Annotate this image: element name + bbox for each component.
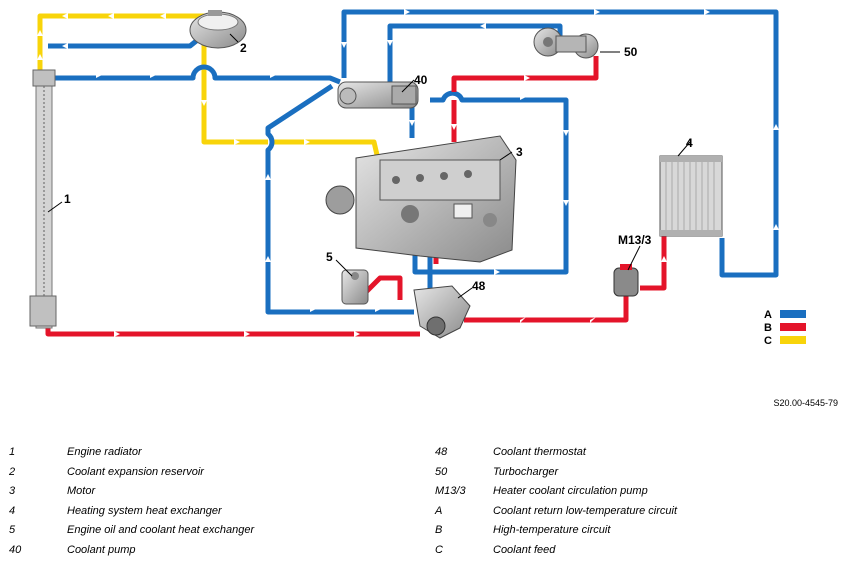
coolant-thermostat bbox=[413, 285, 471, 339]
key-id: 3 bbox=[9, 485, 16, 497]
callout-3: 3 bbox=[516, 145, 523, 159]
key-id: 40 bbox=[9, 543, 22, 556]
legend-swatch-c bbox=[780, 336, 806, 344]
blue-pipe-top-loop bbox=[341, 9, 779, 278]
oil-coolant-heat-exchanger bbox=[341, 269, 369, 305]
motor bbox=[325, 135, 517, 263]
key-id: C bbox=[435, 543, 443, 556]
key-id: 48 bbox=[435, 446, 448, 458]
key-id: 2 bbox=[9, 465, 16, 478]
key-desc: Coolant expansion reservoir bbox=[67, 465, 204, 478]
coolant-circuit-diagram: 1 2 3 4 5 40 48 50 M13/3 A B C bbox=[29, 9, 806, 347]
key-row: 2 Coolant expansion reservoir bbox=[9, 466, 409, 486]
key-desc: Coolant feed bbox=[493, 543, 556, 556]
key-id: 50 bbox=[435, 465, 448, 478]
key-row: 4 Heating system heat exchanger bbox=[9, 505, 409, 525]
blue-pipe-40-right bbox=[430, 90, 569, 275]
yellow-pipe-mid bbox=[201, 16, 268, 145]
key-desc: Motor bbox=[67, 485, 96, 497]
red-pipe-heater bbox=[640, 234, 667, 291]
red-pipe-thermostat-out bbox=[464, 296, 629, 323]
blue-pipe-reservoir bbox=[48, 36, 202, 49]
heater-circulation-pump bbox=[613, 264, 639, 297]
legend-swatch-a bbox=[780, 310, 806, 318]
key-row: 3 Motor bbox=[9, 485, 409, 505]
key-desc: Turbocharger bbox=[493, 465, 559, 478]
key-desc: Engine radiator bbox=[67, 446, 142, 458]
leader-lines bbox=[47, 33, 691, 299]
callout-50: 50 bbox=[624, 45, 638, 59]
red-pipe-top bbox=[451, 56, 599, 92]
key-id: M13/3 bbox=[435, 485, 466, 497]
blue-pipe-turbo bbox=[387, 23, 563, 84]
key-row: B High-temperature circuit bbox=[435, 524, 835, 544]
color-legend: A B C bbox=[764, 309, 806, 347]
key-row: 40 Coolant pump bbox=[9, 544, 409, 564]
key-column-right: 48 Coolant thermostat 50 Turbocharger M13/… bbox=[435, 446, 835, 563]
legend-letter-c: C bbox=[764, 335, 772, 347]
legend-swatch-b bbox=[780, 323, 806, 331]
coolant-pump bbox=[337, 81, 419, 109]
callout-2: 2 bbox=[240, 41, 247, 55]
key-id: B bbox=[435, 524, 443, 536]
key-id: A bbox=[435, 504, 443, 517]
key-desc: Coolant return low-temperature circuit bbox=[493, 504, 678, 517]
key-row: 50 Turbocharger bbox=[435, 466, 835, 486]
key-row: M13/3 Heater coolant circulation pump bbox=[435, 485, 835, 505]
key-row: 48 Coolant thermostat bbox=[435, 446, 835, 466]
callout-1: 1 bbox=[64, 192, 71, 206]
legend-letter-b: B bbox=[764, 322, 772, 334]
callout-48: 48 bbox=[472, 279, 486, 293]
key-id: 5 bbox=[9, 524, 16, 536]
key-id: 4 bbox=[9, 504, 16, 517]
key-id: 1 bbox=[9, 446, 16, 458]
legend-letter-a: A bbox=[764, 309, 772, 321]
document-reference: S20.00-4545-79 bbox=[773, 398, 838, 408]
blue-pipe-main-top bbox=[48, 64, 341, 85]
flow-arrows bbox=[37, 9, 779, 337]
callout-40: 40 bbox=[414, 73, 428, 87]
key-row: C Coolant feed bbox=[435, 544, 835, 564]
heating-heat-exchanger bbox=[659, 155, 723, 237]
red-pipe-bottom bbox=[45, 318, 420, 337]
key-row: 1 Engine radiator bbox=[9, 446, 409, 466]
callout-m13-3: M13/3 bbox=[618, 233, 652, 247]
turbocharger bbox=[533, 27, 599, 59]
callout-5: 5 bbox=[326, 250, 333, 264]
key-desc: Coolant thermostat bbox=[493, 446, 586, 458]
key-desc: Engine oil and coolant heat exchanger bbox=[67, 524, 255, 536]
key-row: A Coolant return low-temperature circuit bbox=[435, 505, 835, 525]
blue-pipe-left-return bbox=[265, 83, 414, 315]
coolant-expansion-reservoir bbox=[189, 10, 247, 49]
key-desc: High-temperature circuit bbox=[493, 524, 611, 536]
key-row: 5 Engine oil and coolant heat exchanger bbox=[9, 524, 409, 544]
key-desc: Heating system heat exchanger bbox=[67, 504, 222, 517]
callout-4: 4 bbox=[686, 136, 693, 150]
red-pipe-oil-hx bbox=[364, 275, 403, 300]
engine-radiator bbox=[29, 69, 57, 329]
key-column-left: 1 Engine radiator 2 Coolant expansion rese… bbox=[9, 446, 409, 563]
key-desc: Heater coolant circulation pump bbox=[493, 485, 648, 497]
key-desc: Coolant pump bbox=[67, 543, 136, 556]
